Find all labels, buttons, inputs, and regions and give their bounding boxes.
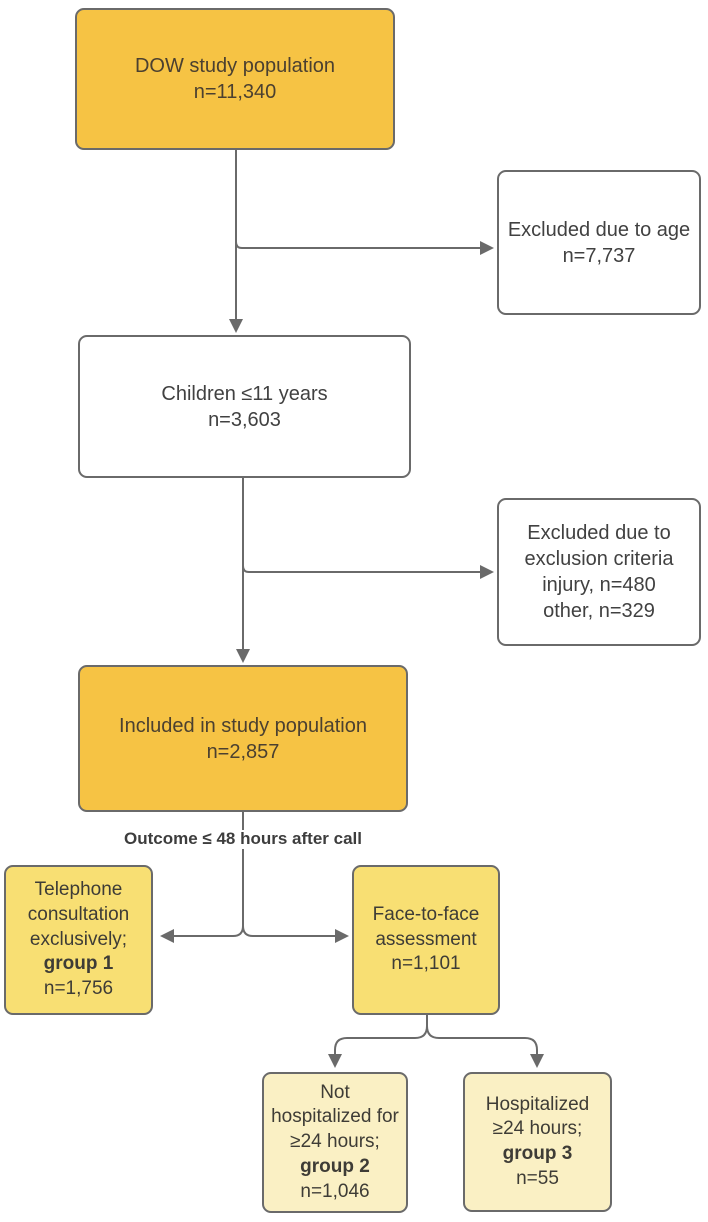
node-text-line: n=55 — [516, 1167, 559, 1189]
node-text-line: Telephone — [34, 879, 123, 901]
node-text-line: n=7,737 — [562, 244, 636, 267]
node-text-line: hospitalized for — [271, 1106, 399, 1128]
node-text-line: n=11,340 — [193, 81, 277, 103]
node-group3-hospitalized: Hospitalized ≥24 hours; group 3 n=55 — [463, 1072, 612, 1212]
node-text-line: Excluded due to — [527, 522, 671, 544]
node-text-line: ≥24 hours; — [492, 1118, 583, 1140]
outcome-note-label: Outcome ≤ 48 hours after call — [116, 829, 370, 849]
node-text-line: exclusively; — [29, 928, 128, 950]
node-text-line: n=2,857 — [206, 740, 280, 763]
node-text-line: other, n=329 — [543, 600, 655, 622]
node-group-label: group 3 — [502, 1143, 573, 1164]
node-excluded-age: Excluded due to age n=7,737 — [497, 170, 701, 315]
connector-branch-excluded-age — [235, 241, 494, 255]
node-text-line: n=1,756 — [43, 978, 114, 1000]
node-text-line: DOW study population — [134, 55, 336, 77]
node-text-line: injury, n=480 — [542, 574, 656, 596]
connector-to-group3 — [426, 1025, 544, 1068]
node-group-label: group 1 — [43, 953, 114, 975]
node-children-le-11-years: Children ≤11 years n=3,603 — [78, 335, 411, 478]
node-text-line: Included in study population — [119, 714, 367, 737]
node-text-line: assessment — [375, 928, 477, 950]
node-text-line: Children ≤11 years — [161, 382, 328, 405]
node-face-to-face-assessment: Face-to-face assessment n=1,101 — [352, 865, 500, 1015]
node-included-study-population: Included in study population n=2,857 — [78, 665, 408, 812]
connector-to-group2 — [328, 1025, 428, 1068]
node-text-line: n=1,101 — [391, 953, 461, 975]
node-text-line: Excluded due to age — [507, 218, 691, 241]
node-text-line: Not — [320, 1081, 350, 1103]
node-text-line: consultation — [27, 903, 130, 925]
node-group-label: group 2 — [300, 1155, 370, 1177]
node-group1-telephone: Telephone consultation exclusively; grou… — [4, 865, 153, 1015]
node-text-line: n=3,603 — [208, 408, 281, 431]
node-group2-not-hospitalized: Not hospitalized for ≥24 hours; group 2 … — [262, 1072, 408, 1213]
node-text-line: exclusion criteria — [524, 548, 674, 570]
node-text-line: ≥24 hours; — [290, 1131, 380, 1153]
node-text-line: Hospitalized — [485, 1093, 590, 1115]
node-dow-study-population: DOW study population n=11,340 — [75, 8, 395, 150]
node-text-line: Face-to-face — [372, 903, 480, 925]
connector-branch-excluded-criteria — [242, 565, 494, 579]
node-text-line: n=1,046 — [300, 1180, 370, 1202]
node-excluded-criteria: Excluded due to exclusion criteria injur… — [497, 498, 701, 646]
connector-to-group1 — [160, 925, 244, 943]
connector-to-face-to-face — [242, 925, 349, 943]
